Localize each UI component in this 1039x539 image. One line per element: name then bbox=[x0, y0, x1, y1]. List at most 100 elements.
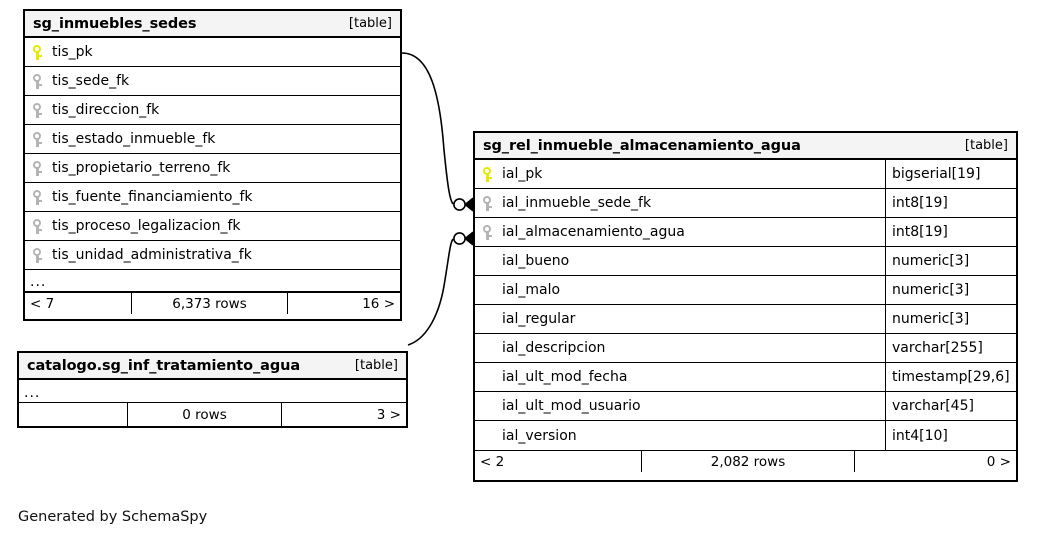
column-cell: ial_descripcion bbox=[475, 340, 885, 356]
table-row[interactable]: ial_ult_mod_usuario varchar[45] bbox=[475, 392, 1016, 421]
column-name: ial_malo bbox=[502, 282, 561, 298]
column-name: ial_inmueble_sede_fk bbox=[502, 195, 652, 211]
table-row[interactable]: ial_regular numeric[3] bbox=[475, 305, 1016, 334]
column-name: ial_ult_mod_fecha bbox=[502, 369, 628, 385]
table-row[interactable]: tis_fuente_financiamiento_fk bbox=[25, 183, 400, 212]
foreign-key-icon bbox=[32, 160, 45, 176]
primary-key-icon bbox=[482, 166, 495, 182]
column-list: ial_pk bigserial[19] ial_inmueble_sede_f… bbox=[475, 160, 1016, 450]
column-cell: tis_estado_inmueble_fk bbox=[25, 131, 400, 147]
column-list: tis_pk tis_sede_fk tis_direccion_fk tis_… bbox=[25, 38, 400, 292]
table-row[interactable]: ial_pk bigserial[19] bbox=[475, 160, 1016, 189]
table-row[interactable]: ial_ult_mod_fecha timestamp[29,6] bbox=[475, 363, 1016, 392]
table-row[interactable]: ial_version int4[10] bbox=[475, 421, 1016, 450]
column-cell: ial_almacenamiento_agua bbox=[475, 224, 885, 240]
table-row[interactable]: tis_sede_fk bbox=[25, 67, 400, 96]
footer-parent-count[interactable]: < 7 bbox=[30, 295, 55, 312]
column-cell: tis_direccion_fk bbox=[25, 102, 400, 118]
table-header-sg-inmuebles-sedes: sg_inmuebles_sedes [table] bbox=[25, 11, 400, 38]
column-type: varchar[45] bbox=[885, 392, 1016, 420]
column-type: numeric[3] bbox=[885, 247, 1016, 275]
column-type: bigserial[19] bbox=[885, 160, 1016, 188]
table-entity-sg-rel-inmueble-almacenamiento-agua[interactable]: sg_rel_inmueble_almacenamiento_agua [tab… bbox=[473, 131, 1018, 482]
footer-parent-count[interactable] bbox=[19, 403, 127, 426]
table-row[interactable]: ial_malo numeric[3] bbox=[475, 276, 1016, 305]
table-kind-label: [table] bbox=[348, 16, 392, 31]
table-title: sg_rel_inmueble_almacenamiento_agua bbox=[483, 137, 801, 154]
foreign-key-icon bbox=[32, 218, 45, 234]
foreign-key-icon bbox=[32, 102, 45, 118]
table-row[interactable]: ial_inmueble_sede_fk int8[19] bbox=[475, 189, 1016, 218]
column-cell: tis_propietario_terreno_fk bbox=[25, 160, 400, 176]
zero-or-more-marker bbox=[453, 232, 466, 245]
primary-key-icon bbox=[32, 44, 45, 60]
table-row[interactable]: tis_estado_inmueble_fk bbox=[25, 125, 400, 154]
footer-row-count: 0 rows bbox=[127, 403, 282, 426]
more-columns-indicator: ... bbox=[19, 380, 406, 403]
generated-by-credit: Generated by SchemaSpy bbox=[18, 509, 208, 525]
column-type: numeric[3] bbox=[885, 305, 1016, 333]
table-kind-label: [table] bbox=[964, 138, 1008, 153]
table-entity-catalogo-sg-inf-tratamiento-agua[interactable]: catalogo.sg_inf_tratamiento_agua [table]… bbox=[17, 351, 408, 428]
column-name: tis_propietario_terreno_fk bbox=[52, 160, 231, 176]
column-cell: tis_fuente_financiamiento_fk bbox=[25, 189, 400, 205]
column-type: int8[19] bbox=[885, 218, 1016, 246]
table-title: catalogo.sg_inf_tratamiento_agua bbox=[27, 357, 301, 374]
table-row[interactable]: tis_pk bbox=[25, 38, 400, 67]
crowsfoot-arrow bbox=[465, 198, 473, 211]
column-cell: ial_inmueble_sede_fk bbox=[475, 195, 885, 211]
footer-row-count: 6,373 rows bbox=[131, 293, 288, 314]
column-type: int8[19] bbox=[885, 189, 1016, 217]
column-cell: ial_version bbox=[475, 428, 885, 444]
foreign-key-icon bbox=[32, 73, 45, 89]
footer-child-count[interactable]: 0 > bbox=[986, 453, 1011, 470]
footer-child-count[interactable]: 16 > bbox=[362, 295, 395, 312]
relationship-line-tratamiento-agua bbox=[407, 231, 474, 346]
column-name: ial_ult_mod_usuario bbox=[502, 398, 641, 414]
table-header-sg-rel-inmueble-almacenamiento-agua: sg_rel_inmueble_almacenamiento_agua [tab… bbox=[475, 133, 1016, 160]
footer-parent-count[interactable]: < 2 bbox=[480, 453, 505, 470]
table-row[interactable]: tis_proceso_legalizacion_fk bbox=[25, 212, 400, 241]
footer-row-count: 2,082 rows bbox=[641, 451, 855, 472]
foreign-key-icon bbox=[482, 224, 495, 240]
foreign-key-icon bbox=[32, 131, 45, 147]
foreign-key-icon bbox=[32, 247, 45, 263]
column-cell: tis_sede_fk bbox=[25, 73, 400, 89]
column-name: ial_version bbox=[502, 427, 577, 444]
column-cell: ial_bueno bbox=[475, 253, 885, 269]
column-cell: tis_unidad_administrativa_fk bbox=[25, 247, 400, 263]
foreign-key-icon bbox=[32, 189, 45, 205]
table-footer: < 2 2,082 rows 0 > bbox=[475, 450, 1016, 472]
column-name: ial_bueno bbox=[502, 253, 570, 269]
table-entity-sg-inmuebles-sedes[interactable]: sg_inmuebles_sedes [table] tis_pk tis_se… bbox=[23, 9, 402, 321]
column-type: int4[10] bbox=[885, 421, 1016, 450]
column-cell: ial_ult_mod_fecha bbox=[475, 369, 885, 385]
column-cell: tis_pk bbox=[25, 44, 400, 60]
column-name: tis_fuente_financiamiento_fk bbox=[52, 189, 253, 205]
column-type: varchar[255] bbox=[885, 334, 1016, 362]
crowsfoot-arrow bbox=[465, 232, 473, 245]
more-columns-indicator: ... bbox=[25, 270, 400, 292]
foreign-key-icon bbox=[482, 195, 495, 211]
table-row[interactable]: tis_propietario_terreno_fk bbox=[25, 154, 400, 183]
table-row[interactable]: ial_descripcion varchar[255] bbox=[475, 334, 1016, 363]
zero-or-more-marker bbox=[453, 198, 466, 211]
column-cell: tis_proceso_legalizacion_fk bbox=[25, 218, 400, 234]
table-footer: 0 rows 3 > bbox=[19, 403, 406, 426]
column-name: ial_almacenamiento_agua bbox=[502, 224, 685, 240]
footer-child-count[interactable]: 3 > bbox=[376, 406, 401, 423]
column-type: numeric[3] bbox=[885, 276, 1016, 304]
column-name: tis_unidad_administrativa_fk bbox=[52, 247, 252, 263]
column-type: timestamp[29,6] bbox=[885, 363, 1016, 391]
table-row[interactable]: ial_bueno numeric[3] bbox=[475, 247, 1016, 276]
table-row[interactable]: tis_unidad_administrativa_fk bbox=[25, 241, 400, 270]
column-name: ial_regular bbox=[502, 311, 576, 327]
table-row[interactable]: tis_direccion_fk bbox=[25, 96, 400, 125]
column-name: tis_pk bbox=[52, 44, 93, 60]
column-name: tis_proceso_legalizacion_fk bbox=[52, 218, 241, 234]
column-name: tis_estado_inmueble_fk bbox=[52, 131, 216, 147]
table-row[interactable]: ial_almacenamiento_agua int8[19] bbox=[475, 218, 1016, 247]
column-cell: ial_pk bbox=[475, 166, 885, 182]
relationship-line-inmuebles-sedes bbox=[401, 52, 474, 212]
column-cell: ial_regular bbox=[475, 311, 885, 327]
